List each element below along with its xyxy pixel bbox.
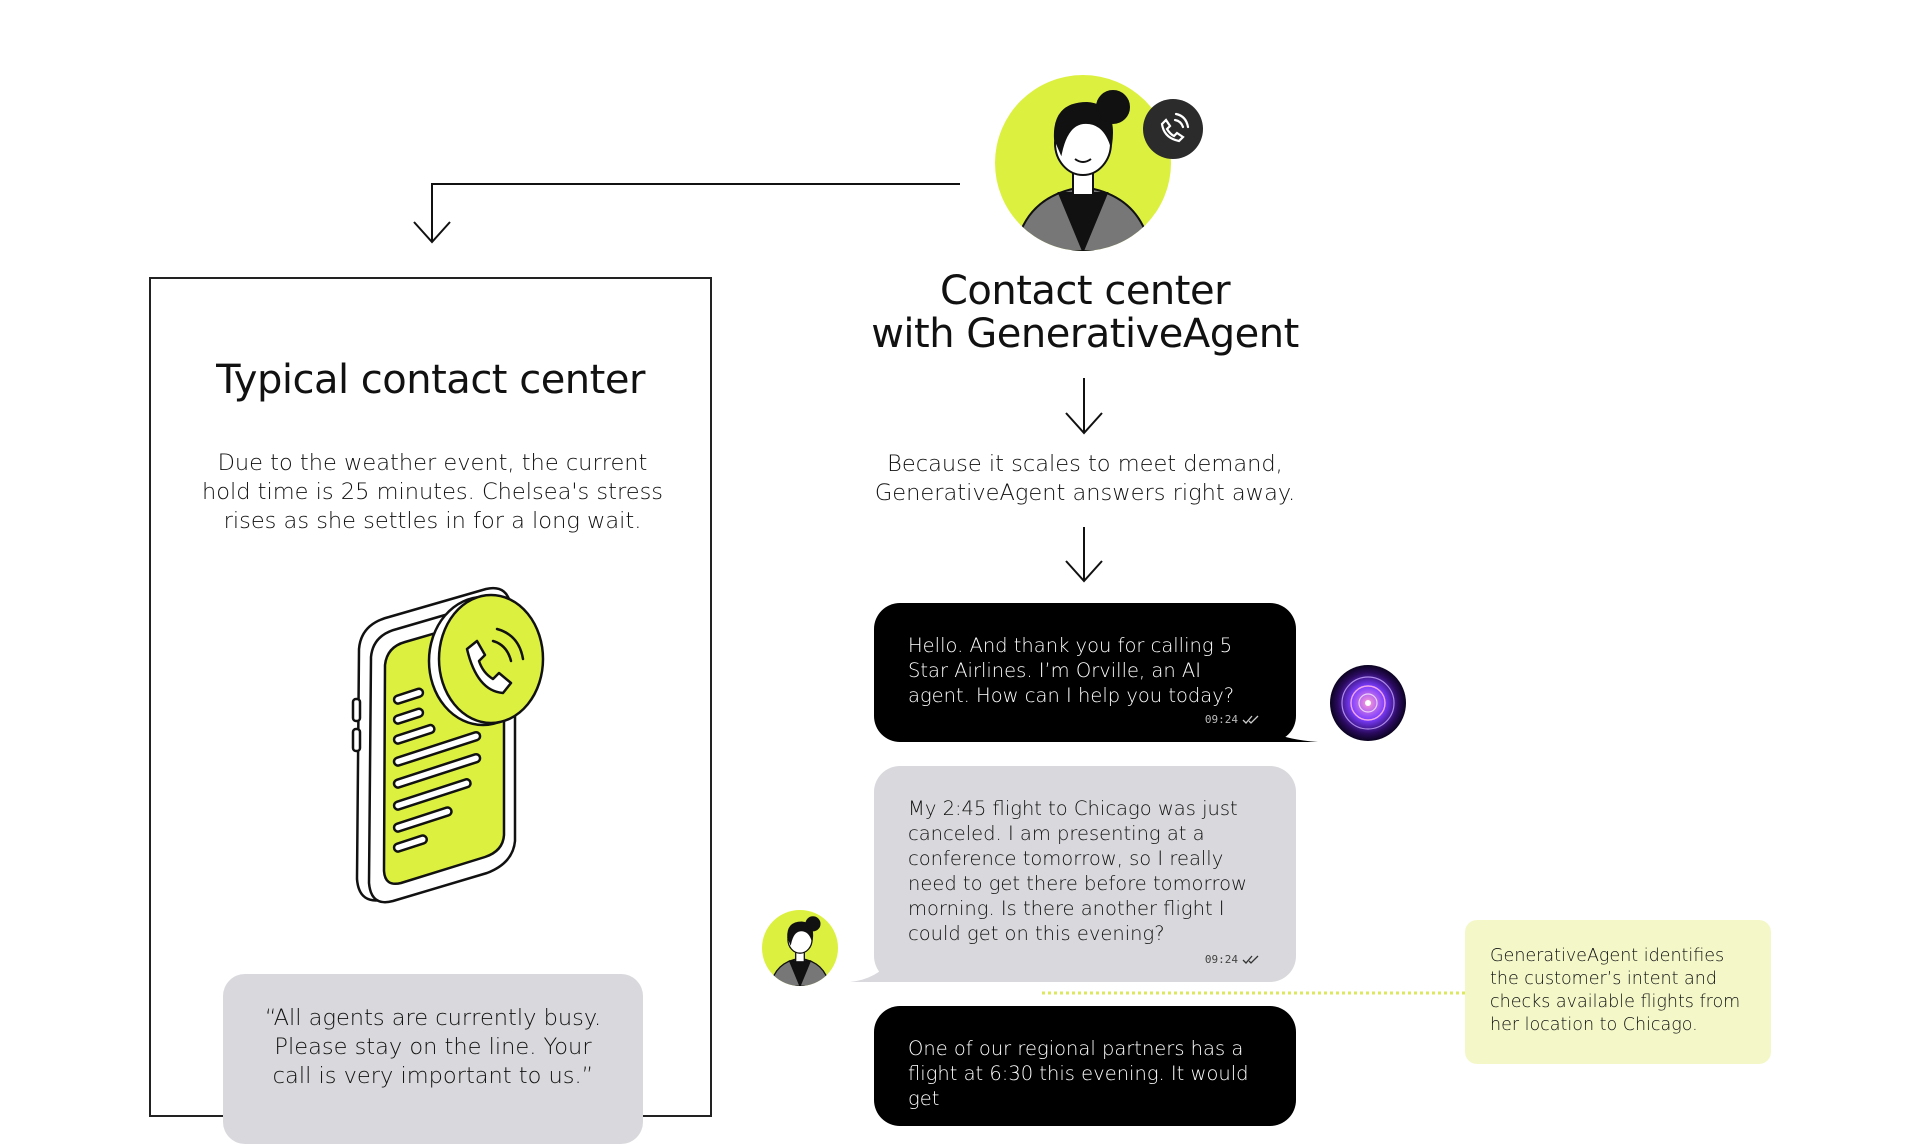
arrowhead-left-panel (413, 221, 451, 244)
customer-avatar-main (995, 75, 1171, 251)
double-check-icon (1242, 715, 1259, 724)
chat-message-customer-1: My 2:45 flight to Chicago was just cance… (874, 766, 1296, 982)
chat-message-text: My 2:45 flight to Chicago was just cance… (908, 797, 1247, 945)
arrowhead-title (1065, 412, 1103, 435)
phone-hold-illustration (351, 586, 545, 904)
arrowhead-desc (1065, 560, 1103, 583)
phone-call-icon (1143, 99, 1203, 159)
message-meta: 09:24 (1205, 947, 1260, 972)
hold-message-bubble: “All agents are currently busy. Please s… (223, 974, 643, 1144)
chat-message-text: One of our regional partners has a fligh… (908, 1037, 1249, 1110)
right-title-line1: Contact center (939, 268, 1231, 314)
right-column-description: Because it scales to meet demand, Genera… (874, 451, 1296, 506)
customer-avatar-small (762, 910, 838, 986)
typical-contact-center-panel: Typical contact center Due to the weathe… (149, 277, 712, 1144)
chat-message-text: Hello. And thank you for calling 5 Star … (908, 634, 1235, 707)
left-panel-description: Due to the weather event, the current ho… (201, 450, 664, 534)
generativeagent-annotation: GenerativeAgent identifies the customer’… (1465, 920, 1771, 1064)
right-title-line2: with GenerativeAgent (871, 311, 1299, 357)
hold-message-text: “All agents are currently busy. Please s… (264, 1005, 602, 1089)
message-time: 09:24 (1204, 953, 1238, 966)
message-time: 09:24 (1204, 713, 1238, 726)
double-check-icon (1242, 955, 1259, 964)
chat-message-agent-2: One of our regional partners has a fligh… (874, 1006, 1296, 1126)
message-meta: 09:24 (1205, 707, 1260, 732)
ai-orb-icon (1330, 665, 1406, 741)
connector-top (431, 183, 960, 242)
left-panel-title: Typical contact center (216, 357, 645, 403)
annotation-text: GenerativeAgent identifies the customer’… (1490, 946, 1741, 1035)
chat-message-agent-1: Hello. And thank you for calling 5 Star … (874, 603, 1296, 742)
right-column-title: Contact center with GenerativeAgent (835, 270, 1335, 356)
